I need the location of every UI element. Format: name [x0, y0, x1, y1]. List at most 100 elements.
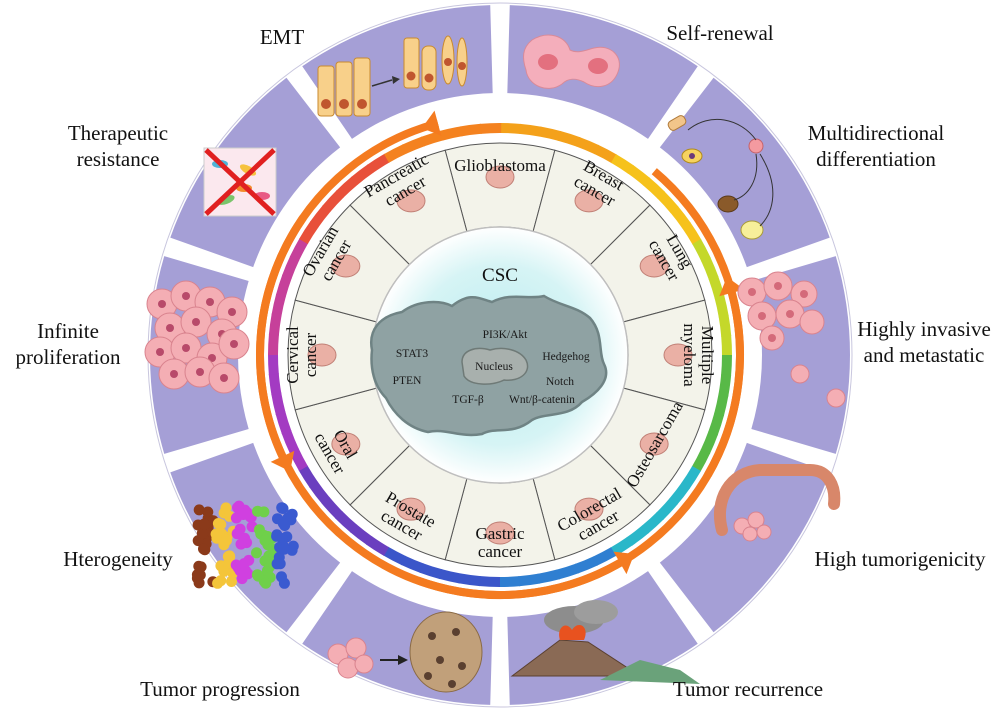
- rainbow-segment: [365, 536, 389, 556]
- hetero-cell: [237, 509, 249, 520]
- rainbow-segment: [384, 144, 408, 163]
- prolif-nucleus: [220, 374, 228, 382]
- label-tumor-recurrence: Tumor recurrence: [673, 677, 823, 701]
- rainbow-segment: [459, 123, 482, 137]
- label-highly-invasive: Highly invasive: [857, 317, 991, 341]
- rainbow-segment: [458, 573, 481, 587]
- rainbow-segment: [537, 569, 561, 584]
- hetero-cell: [239, 532, 251, 544]
- rainbow-segment: [714, 294, 729, 318]
- arrow-arc-left: [256, 215, 307, 459]
- tumor-progression-icon: [327, 611, 483, 693]
- rainbow-segment: [335, 511, 358, 533]
- hetero-cell: [258, 506, 270, 518]
- label-infinite-proliferation: proliferation: [16, 345, 121, 369]
- hetero-cell: [212, 577, 224, 589]
- cancer-label-line: cancer: [301, 332, 320, 377]
- volcano-icon: [510, 600, 700, 684]
- organ-ovarian-icon: [331, 254, 361, 278]
- emt-cells-icon: [317, 35, 468, 117]
- rainbow-segment: [708, 275, 725, 299]
- hetero-cell: [260, 577, 272, 589]
- rainbow-segment: [322, 190, 344, 213]
- hetero-cell: [194, 569, 206, 581]
- label-self-renewal: Self-renewal: [666, 21, 773, 45]
- rainbow-segment: [593, 144, 618, 164]
- hetero-cell: [233, 500, 245, 512]
- rainbow-segment: [479, 123, 502, 134]
- arrow-head-right: [719, 276, 745, 297]
- panel-tumor-progression: [170, 442, 341, 633]
- rainbow-segment: [268, 333, 279, 355]
- hetero-cell: [236, 573, 248, 585]
- rainbow-segment: [498, 576, 521, 587]
- hetero-cell: [220, 502, 232, 514]
- rainbow-segment: [656, 190, 679, 214]
- arrow-head-bottom: [613, 551, 635, 575]
- rainbow-segment: [626, 525, 650, 546]
- pathway-notch: Notch: [546, 376, 574, 388]
- organ-gastric-icon: [485, 521, 515, 545]
- prolif-nucleus: [158, 300, 166, 308]
- hetero-cell: [271, 558, 283, 570]
- hetero-cell: [277, 517, 289, 529]
- organ-multiple-myeloma-icon: [663, 343, 693, 367]
- hetero-cell: [193, 560, 205, 572]
- arrow-arc-right: [704, 291, 744, 477]
- rainbow-segment: [321, 496, 344, 520]
- hetero-cell: [210, 528, 222, 540]
- pathway-pten: PTEN: [393, 375, 422, 387]
- rainbow-segment: [298, 464, 319, 489]
- prolif-nucleus: [182, 344, 190, 352]
- organ-pancreatic-icon: [396, 189, 426, 213]
- hetero-cell: [221, 534, 232, 546]
- hetero-cell: [259, 535, 271, 547]
- panel-multidirectional-differentiation: [751, 256, 851, 454]
- prolif-nucleus: [196, 368, 204, 376]
- pathway-wnt: Wnt/β-catenin: [509, 394, 575, 406]
- organ-colorectal-icon: [574, 497, 604, 521]
- rainbow-segment: [271, 392, 286, 416]
- rainbow-segment: [275, 411, 292, 435]
- rainbow-segment: [656, 497, 678, 520]
- rainbow-segment: [271, 293, 286, 317]
- rainbow-segment: [538, 126, 562, 141]
- rainbow-segment: [500, 123, 522, 134]
- rainbow-segment: [478, 576, 500, 587]
- rainbow-segment: [268, 313, 282, 336]
- invasive-cluster-icon: [737, 271, 846, 408]
- rainbow-segment: [281, 429, 299, 454]
- label-infinite-proliferation: Infinite: [37, 319, 99, 343]
- cancer-label-line: Multiple: [698, 326, 717, 385]
- rainbow-segment: [681, 466, 701, 490]
- pathway-tgf: TGF-β: [452, 394, 484, 406]
- rainbow-segment: [669, 482, 691, 506]
- label-tumor-progression: Tumor progression: [140, 677, 300, 701]
- rainbow-segment: [438, 569, 462, 584]
- rainbow-segment: [592, 547, 616, 566]
- prolif-nucleus: [230, 340, 238, 348]
- rainbow-segment: [641, 511, 665, 534]
- rainbow-segment: [721, 334, 733, 357]
- cycle-arrows: [256, 110, 745, 599]
- rainbow-segment: [275, 274, 292, 298]
- heterogeneity-icon: [191, 500, 299, 589]
- cancer-label-line: Gastric: [475, 524, 525, 543]
- arrow-head-left: [270, 450, 295, 472]
- prolif-nucleus: [228, 308, 236, 316]
- hetero-cell: [286, 508, 298, 520]
- rainbow-segment: [267, 353, 279, 376]
- rainbow-segment: [714, 393, 729, 417]
- hetero-cell: [277, 503, 289, 514]
- rainbow-segment: [420, 130, 444, 147]
- cancer-label-line: Cervical: [283, 326, 302, 384]
- rainbow-segment: [708, 412, 725, 436]
- cancer-label-line: cancer: [478, 542, 523, 561]
- rainbow-segment: [721, 355, 732, 377]
- rainbow-segment: [401, 136, 426, 154]
- rainbow-segment: [299, 220, 319, 244]
- rainbow-segment: [382, 546, 407, 566]
- label-therapeutic-resistance: resistance: [77, 147, 160, 171]
